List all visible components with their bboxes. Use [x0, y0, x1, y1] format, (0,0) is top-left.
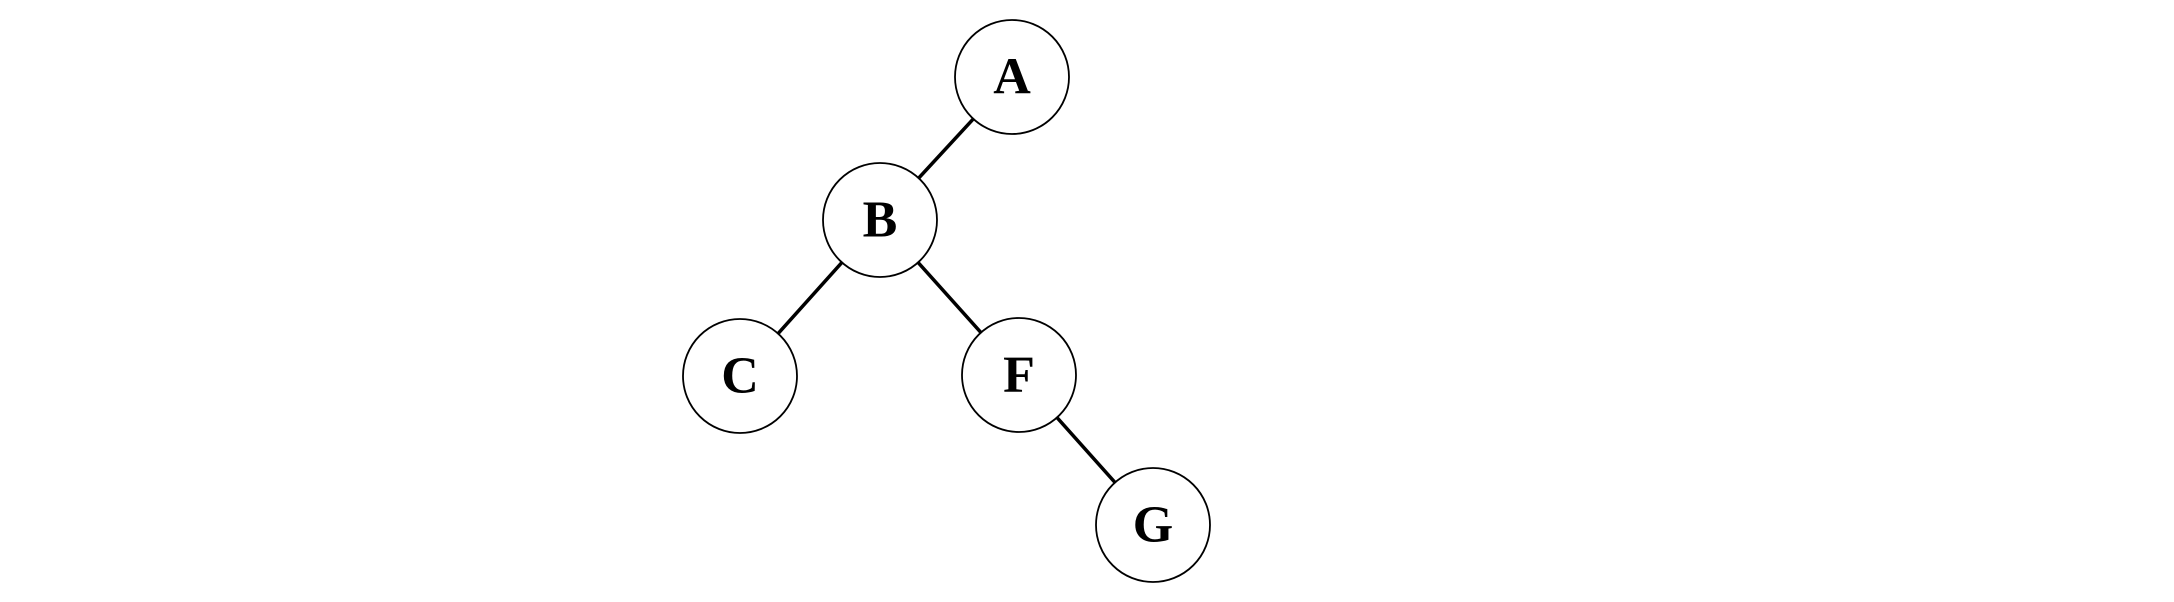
node-label-G: G	[1133, 497, 1173, 554]
node-label-F: F	[1003, 347, 1035, 404]
node-A: A	[954, 19, 1070, 135]
node-circle-G	[1095, 467, 1211, 583]
node-label-C: C	[721, 348, 759, 405]
node-circle-B	[822, 162, 938, 278]
node-circle-F	[961, 317, 1077, 433]
node-C: C	[682, 318, 798, 434]
node-circle-C	[682, 318, 798, 434]
node-label-B: B	[863, 192, 898, 249]
node-G: G	[1095, 467, 1211, 583]
node-label-A: A	[993, 49, 1031, 106]
node-circle-A	[954, 19, 1070, 135]
node-B: B	[822, 162, 938, 278]
node-F: F	[961, 317, 1077, 433]
